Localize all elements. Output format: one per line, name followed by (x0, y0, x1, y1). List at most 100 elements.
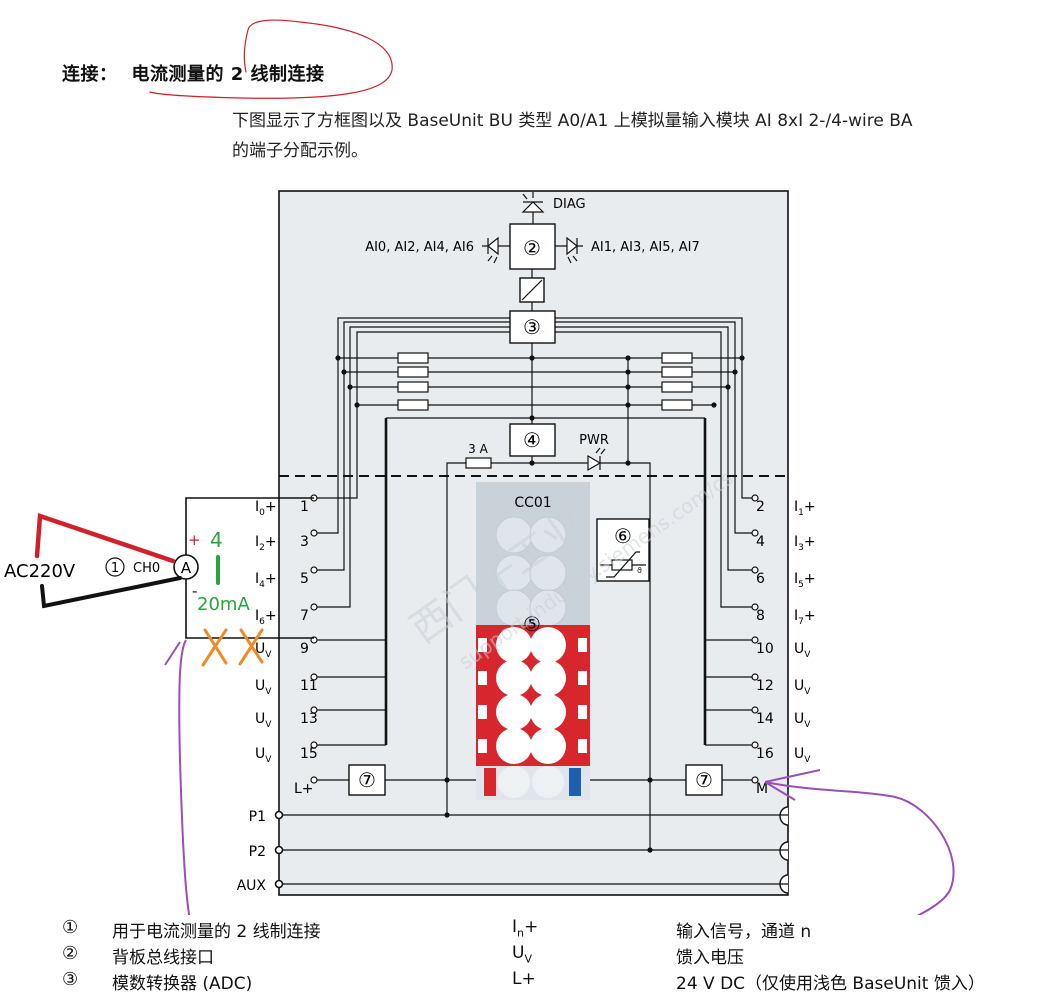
right-terminal-10-signal-label: UV (794, 641, 811, 660)
legend-sym-3: L+ (512, 969, 536, 989)
diag-label: DIAG (553, 197, 586, 212)
right-terminal-14-signal-label: UV (794, 711, 811, 730)
legend-desc-1: 输入信号，通道 n (676, 922, 812, 942)
ammeter-symbol[interactable] (173, 554, 199, 580)
intro-paragraph: 下图显示了方框图以及 BaseUnit BU 类型 A0/A1 上模拟量输入模块… (232, 106, 913, 166)
right-terminal-12-signal-label: UV (794, 678, 811, 697)
right-terminal-8-signal-label: I7+ (794, 608, 816, 627)
ammeter-label: A (181, 559, 192, 577)
right-terminal-6[interactable] (751, 566, 759, 574)
legend-num-3: ③ (62, 969, 79, 990)
left-terminal-3-signal-label: I2+ (255, 534, 277, 553)
ai-left-label: AI0, AI2, AI4, AI6 (365, 240, 474, 255)
legend-sym-2: UV (512, 943, 532, 966)
fuse-icon (465, 457, 492, 469)
left-terminal-1-signal-label: I0+ (255, 499, 277, 518)
right-terminal-16[interactable] (751, 741, 759, 749)
right-terminal-12-number: 12 (756, 678, 774, 694)
cc01-label: CC01 (514, 495, 551, 511)
fuse-label: 3 A (468, 442, 488, 456)
left-terminal-5-number: 5 (300, 571, 309, 587)
left-terminal-9-number: 9 (300, 641, 309, 657)
left-terminal-3[interactable] (310, 529, 318, 537)
right-terminal-12[interactable] (751, 673, 759, 681)
legend-text-1: 用于电流测量的 2 线制连接 (112, 922, 321, 942)
right-terminal-8-number: 8 (756, 608, 765, 624)
legend-num-1: ① (62, 917, 79, 938)
right-terminal-14-number: 14 (756, 711, 774, 727)
thermistor-icon: ϑ (600, 551, 646, 578)
right-terminal-14[interactable] (751, 706, 759, 714)
plus-annotation: + (188, 531, 201, 549)
minus-annotation: - (192, 582, 197, 600)
heading-prefix: 连接： (62, 64, 118, 85)
left-terminal-7[interactable] (310, 603, 318, 611)
backplane-bus-block (509, 223, 556, 270)
p2-label: P2 (249, 844, 266, 860)
annotation-red (34, 19, 393, 609)
left-terminal-15-number: 15 (300, 746, 318, 762)
right-terminal-10-number: 10 (756, 641, 774, 657)
callout-5: ⑤ (523, 612, 541, 636)
terminal-l-plus[interactable] (310, 776, 318, 784)
right-terminal-10[interactable] (751, 636, 759, 644)
legend-text-2: 背板总线接口 (112, 948, 214, 968)
ac220-label: AC220V (4, 561, 76, 582)
legend-desc-3: 24 V DC（仅使用浅色 BaseUnit 馈入） (676, 974, 985, 994)
block-diagram: DIAG ② AI0, AI2, AI4, AI6 AI1, AI3, AI5,… (4, 19, 955, 915)
left-terminal-11[interactable] (310, 673, 318, 681)
left-terminal-15-signal-label: UV (255, 746, 272, 765)
m-label: M (756, 781, 768, 797)
supply-line (446, 462, 466, 780)
range-low-annotation: 4 (210, 528, 223, 552)
channel-label: CH0 (133, 561, 160, 576)
resistors (397, 352, 693, 411)
legend: ① 用于电流测量的 2 线制连接 In+ 输入信号，通道 n ② 背板总线接口 … (0, 915, 1055, 995)
left-terminal-7-number: 7 (300, 608, 309, 624)
callout-1-circle (105, 557, 125, 577)
terminal-m[interactable] (751, 776, 759, 784)
right-terminal-4-number: 4 (756, 534, 765, 550)
callout-7-right: ⑦ (695, 768, 713, 792)
left-terminal-5-signal-label: I4+ (255, 571, 277, 590)
legend-num-2: ② (62, 943, 79, 964)
l-plus-label: L+ (294, 781, 314, 797)
left-terminal-13-number: 13 (300, 711, 318, 727)
range-high-annotation: 20mA (197, 594, 250, 615)
pwr-led-icon (587, 447, 606, 472)
section-heading: 连接： 电流测量的 2 线制连接 (62, 60, 325, 86)
legend-sym-1: In+ (512, 917, 539, 940)
callout-2: ② (523, 236, 541, 260)
heading-title: 电流测量的 2 线制连接 (131, 64, 325, 85)
left-terminal-13-signal-label: UV (255, 711, 272, 730)
left-terminal-15[interactable] (310, 741, 318, 749)
m-block (685, 764, 723, 796)
power-rails (279, 780, 788, 885)
left-terminal-11-signal-label: UV (255, 678, 272, 697)
right-terminal-4[interactable] (751, 529, 759, 537)
left-terminal-11-number: 11 (300, 678, 318, 694)
pwr-label: PWR (579, 433, 609, 448)
cross-annotation-icon (201, 628, 264, 667)
left-terminal-5[interactable] (310, 566, 318, 574)
callout-3: ③ (523, 315, 541, 339)
right-terminal-6-signal-label: I5+ (794, 571, 816, 590)
right-terminal-2[interactable] (751, 494, 759, 502)
right-terminal-16-number: 16 (756, 746, 774, 762)
legend-text-3: 模数转换器 (ADC) (112, 974, 253, 994)
right-terminal-8[interactable] (751, 603, 759, 611)
ai-right-led-icon (555, 236, 583, 264)
temperature-sensor-block (596, 518, 650, 582)
ai-right-label: AI1, AI3, AI5, AI7 (591, 240, 700, 255)
callout-1-digit: 1 (111, 561, 119, 576)
diag-led-icon (521, 192, 545, 224)
legend-desc-2: 馈入电压 (676, 948, 744, 968)
left-terminal-13[interactable] (310, 706, 318, 714)
right-terminal-6-number: 6 (756, 571, 765, 587)
junction-dots (335, 355, 745, 466)
aux-label: AUX (237, 878, 267, 894)
intro-line-1: 下图显示了方框图以及 BaseUnit BU 类型 A0/A1 上模拟量输入模块… (232, 111, 913, 131)
callout-4: ④ (523, 428, 541, 452)
